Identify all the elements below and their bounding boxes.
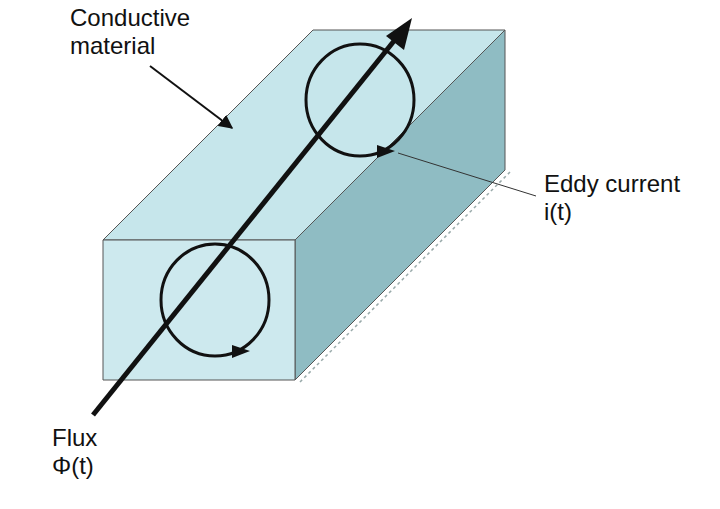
signal-label: Flux Φ(t): [52, 424, 132, 480]
flux-arrow: [93, 36, 398, 415]
leader-line: [150, 66, 232, 128]
loop-arrowhead: [377, 145, 395, 158]
block-front-face: [103, 240, 295, 380]
loop-arrowhead: [232, 345, 250, 358]
flux-arrowhead: [386, 18, 412, 50]
part-label: Conductive material: [70, 4, 220, 60]
eddy-loop: [306, 44, 414, 156]
part-label: Eddy current i(t): [544, 170, 704, 226]
leader-line: [398, 153, 536, 196]
block-top-face: [103, 30, 505, 240]
